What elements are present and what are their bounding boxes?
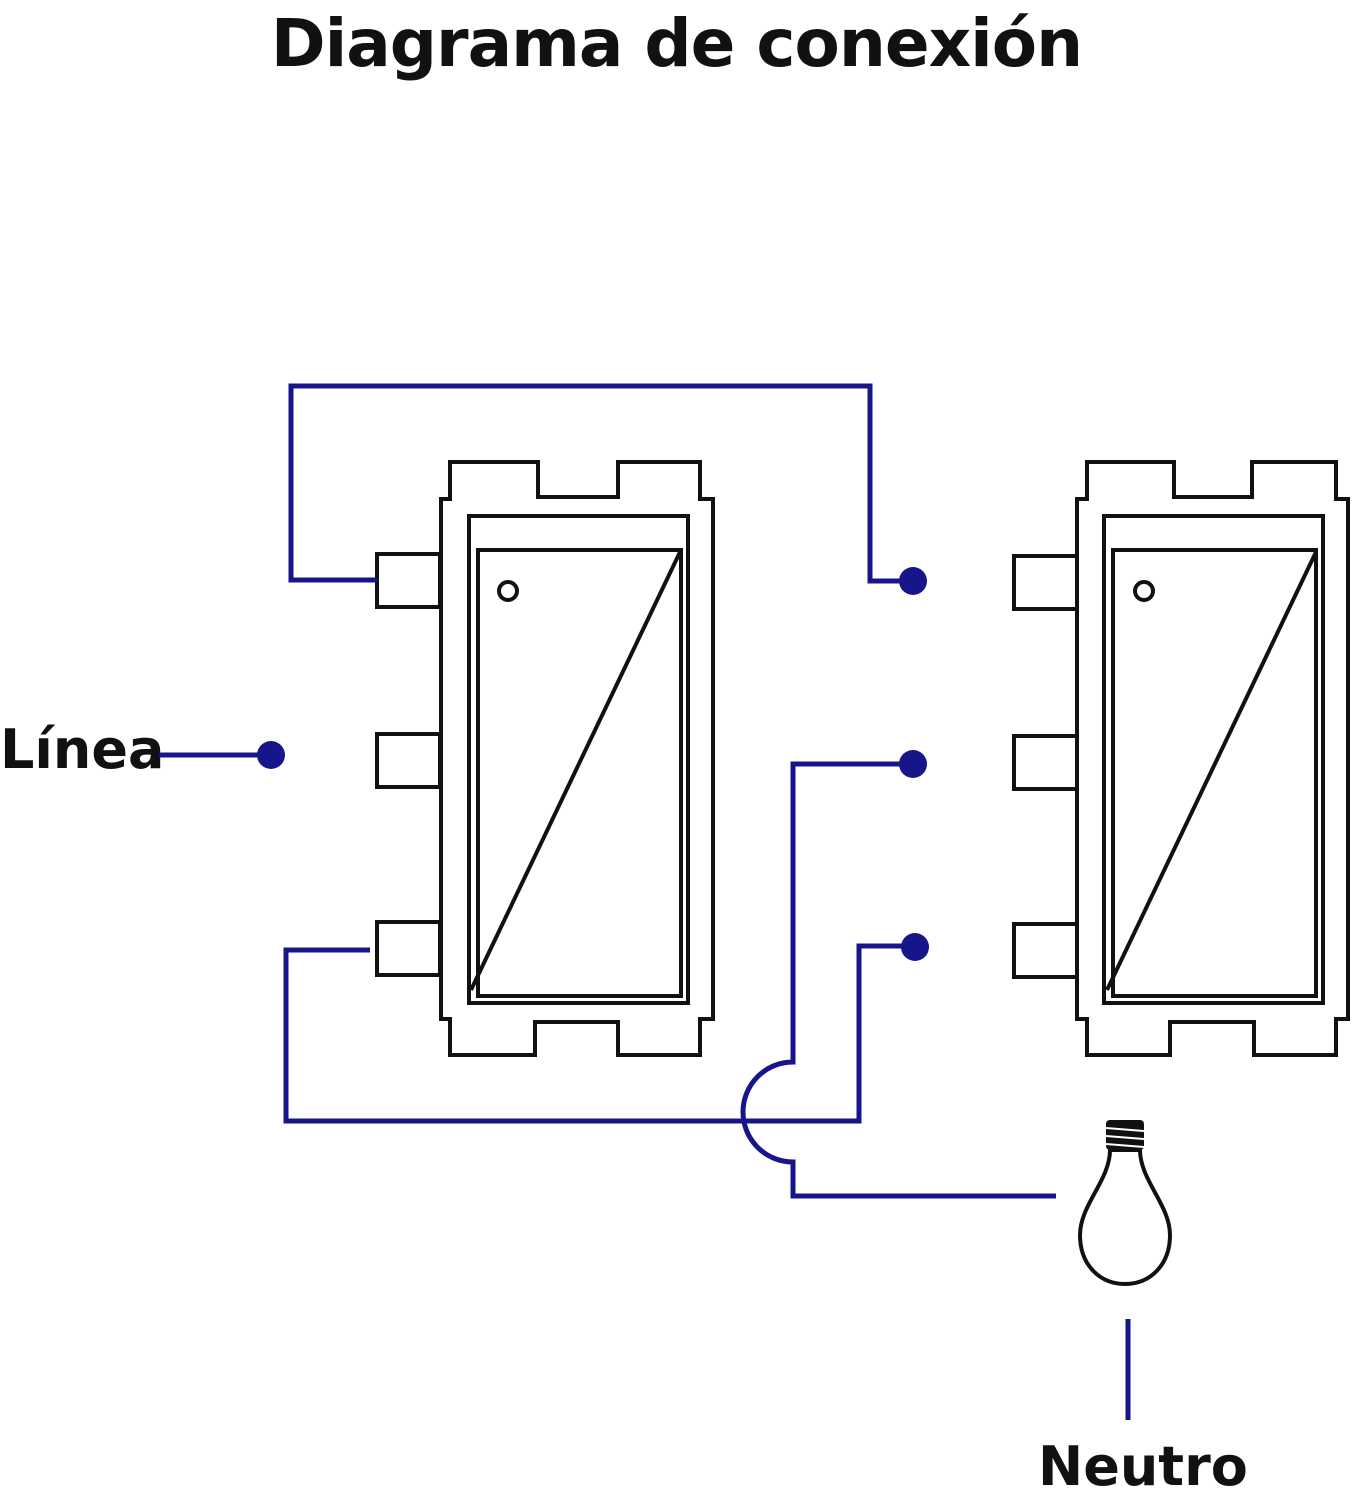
light-bulb-icon xyxy=(1077,1120,1173,1287)
diagram-title: Diagrama de conexión xyxy=(270,5,1083,82)
connection-dots xyxy=(257,567,929,961)
switch-frame-left xyxy=(439,460,715,1057)
rocker-diagonal-right xyxy=(1105,551,1318,991)
terminal-right-top xyxy=(1012,554,1079,611)
rocker-left xyxy=(476,548,683,998)
wire-bottom-loop xyxy=(283,943,905,1124)
switch-frame-right xyxy=(1075,460,1350,1057)
rocker-right xyxy=(1111,548,1318,998)
wires xyxy=(159,383,1131,1420)
bulb-glass xyxy=(1077,1148,1173,1287)
three-way-switch-right xyxy=(1012,460,1350,1057)
line-label: Línea xyxy=(0,718,165,781)
line-dot xyxy=(257,741,285,769)
three-way-switch-left xyxy=(375,460,715,1057)
wire-top-loop xyxy=(288,383,904,584)
indicator-dot-right xyxy=(1133,580,1155,602)
rocker-diagonal-left xyxy=(469,551,682,991)
right-top-dot xyxy=(899,567,927,595)
switch-plate-right xyxy=(1102,514,1325,1005)
terminal-left-top xyxy=(375,552,442,609)
right-middle-dot xyxy=(899,750,927,778)
indicator-dot-left xyxy=(497,580,519,602)
wire-to-bulb xyxy=(740,761,1056,1199)
neutral-label: Neutro xyxy=(1038,1435,1248,1498)
terminal-right-bottom xyxy=(1012,922,1079,979)
terminal-right-middle xyxy=(1012,734,1079,791)
switch-plate-left xyxy=(467,514,690,1005)
bulb-base xyxy=(1106,1120,1144,1150)
terminal-left-bottom xyxy=(375,920,442,977)
right-bottom-dot xyxy=(901,933,929,961)
terminal-left-middle xyxy=(375,732,442,789)
